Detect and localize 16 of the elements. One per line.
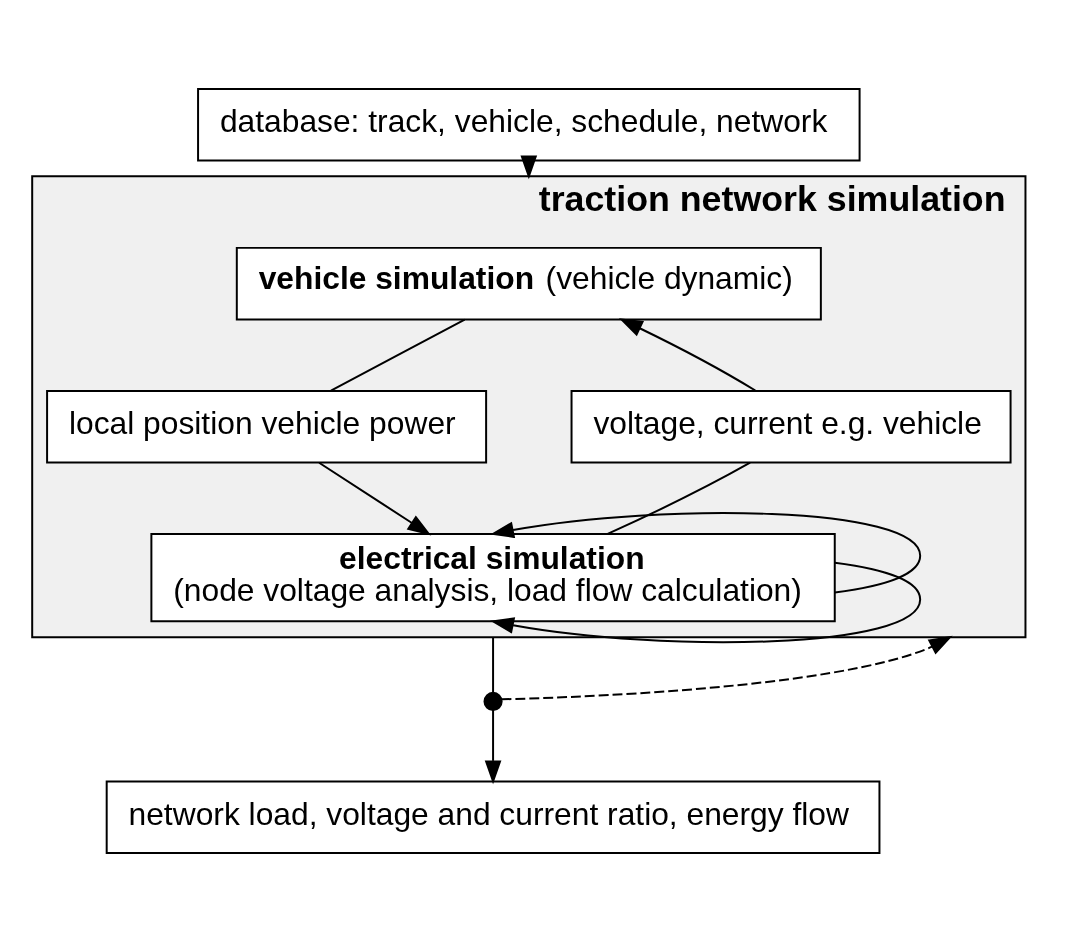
arrow — [490, 512, 922, 594]
node-box: electrical simulation (node voltage analysis, load flow calculation) — [150, 532, 836, 623]
arrow — [484, 709, 502, 785]
arrow — [318, 461, 432, 536]
arrow — [490, 561, 922, 644]
node-box: vehicle simulation (vehicle dynamic) — [235, 246, 822, 321]
node-circle — [483, 691, 503, 711]
arrow — [500, 635, 953, 701]
node-box: voltage, current e.g. vehicle — [570, 389, 1012, 464]
node-box: network load, voltage and current ratio, energy flow — [105, 780, 881, 855]
arrow — [618, 318, 757, 392]
connector — [330, 318, 466, 392]
connector — [492, 636, 495, 694]
node-box: local position vehicle power — [46, 389, 488, 464]
arrow — [520, 155, 538, 180]
connector — [606, 461, 752, 535]
